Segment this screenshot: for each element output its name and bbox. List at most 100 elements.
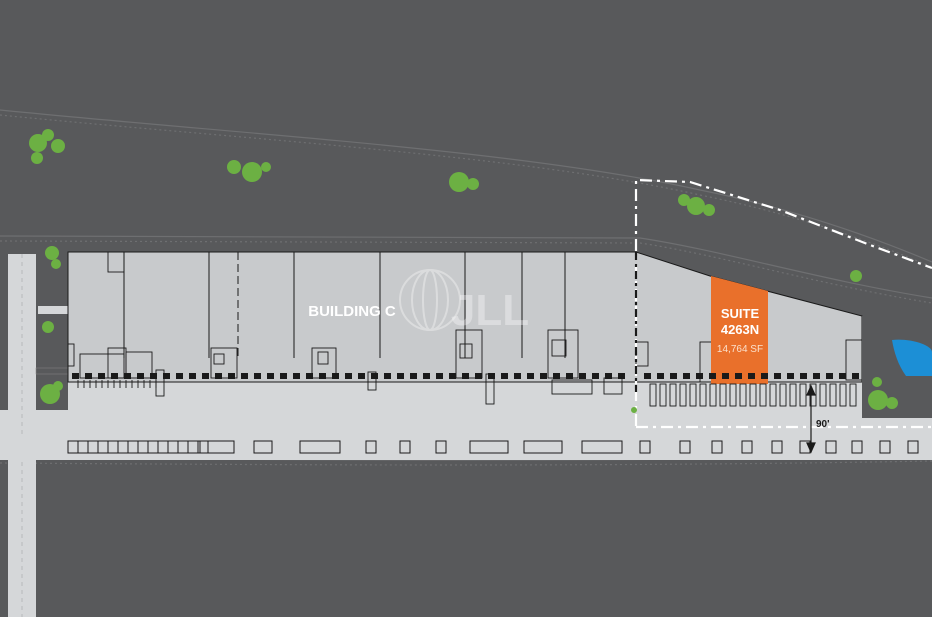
trailer-position	[779, 383, 787, 407]
tree-icon	[51, 259, 61, 269]
dock-door	[423, 373, 430, 379]
dock-door	[449, 373, 456, 379]
parking-stall	[469, 440, 509, 454]
suite-4263n-highlight[interactable]	[711, 276, 768, 384]
tree-icon	[687, 197, 705, 215]
parking-stalls-south	[67, 440, 919, 454]
dock-door	[553, 373, 560, 379]
dock-doors	[72, 373, 859, 379]
trailer-position	[849, 383, 857, 407]
jll-watermark	[399, 269, 461, 331]
dock-door	[137, 373, 144, 379]
parking-stall	[741, 440, 753, 454]
parking-stall	[879, 440, 891, 454]
parking-stall	[435, 440, 447, 454]
dock-door	[826, 373, 833, 379]
dock-door	[514, 373, 521, 379]
dock-door	[111, 373, 118, 379]
trailer-position	[659, 383, 667, 407]
parking-stall	[199, 440, 235, 454]
dock-door	[176, 373, 183, 379]
tree-icon	[872, 377, 882, 387]
parking-stall	[299, 440, 341, 454]
dock-door	[644, 373, 651, 379]
dock-door	[839, 373, 846, 379]
trailer-position	[789, 383, 797, 407]
dock-door	[787, 373, 794, 379]
dock-door	[748, 373, 755, 379]
dock-door	[319, 373, 326, 379]
trailer-position	[819, 383, 827, 407]
dock-door	[163, 373, 170, 379]
trailer-position	[769, 383, 777, 407]
dock-door	[709, 373, 716, 379]
dock-door	[410, 373, 417, 379]
loading-area	[603, 377, 623, 395]
trailer-position	[839, 383, 847, 407]
dock-door	[657, 373, 664, 379]
loading-area	[155, 369, 165, 397]
loading-area	[485, 373, 495, 405]
dock-door	[475, 373, 482, 379]
suite-area: 14,764 SF	[717, 344, 763, 355]
dock-door	[566, 373, 573, 379]
dock-door	[189, 373, 196, 379]
dock-door	[371, 373, 378, 379]
dock-door	[618, 373, 625, 379]
property-line	[634, 178, 932, 429]
loading-area	[367, 371, 377, 391]
dock-door	[852, 373, 859, 379]
trailer-position	[699, 383, 707, 407]
dock-door	[696, 373, 703, 379]
dock-door	[579, 373, 586, 379]
parking-stall	[851, 440, 863, 454]
dock-door	[761, 373, 768, 379]
tree-icon	[678, 194, 690, 206]
trailer-position	[749, 383, 757, 407]
trailer-position	[649, 383, 657, 407]
tree-icon	[31, 152, 43, 164]
dock-door	[722, 373, 729, 379]
suite-label-line1: SUITE	[721, 306, 760, 321]
dock-door	[683, 373, 690, 379]
dock-door	[774, 373, 781, 379]
dock-door	[345, 373, 352, 379]
trailer-position	[739, 383, 747, 407]
dock-door	[462, 373, 469, 379]
trailer-position	[759, 383, 767, 407]
dock-door	[241, 373, 248, 379]
tree-icon	[45, 246, 59, 260]
parking-stall	[523, 440, 563, 454]
watermark-text: JLL	[451, 286, 529, 335]
dock-door	[124, 373, 131, 379]
trailer-position	[679, 383, 687, 407]
dock-door	[98, 373, 105, 379]
dock-door	[85, 373, 92, 379]
tree-icon	[53, 381, 63, 391]
loading-area	[551, 379, 593, 395]
tree-icon	[449, 172, 469, 192]
dock-door	[540, 373, 547, 379]
dock-door	[267, 373, 274, 379]
dock-door	[800, 373, 807, 379]
parking-stall	[907, 440, 919, 454]
dock-door	[488, 373, 495, 379]
tree-icon	[868, 390, 888, 410]
dock-door	[293, 373, 300, 379]
dock-door	[384, 373, 391, 379]
dock-door	[592, 373, 599, 379]
tree-icon	[227, 160, 241, 174]
parking-stall	[679, 440, 691, 454]
parking-stall	[399, 440, 411, 454]
dock-door	[332, 373, 339, 379]
tree-icon	[51, 139, 65, 153]
dock-door	[280, 373, 287, 379]
tree-icon	[631, 407, 637, 413]
pond	[892, 339, 932, 376]
parking-stall	[711, 440, 723, 454]
tree-icon	[850, 270, 862, 282]
trees	[29, 129, 898, 413]
tree-icon	[703, 204, 715, 216]
dock-door	[670, 373, 677, 379]
